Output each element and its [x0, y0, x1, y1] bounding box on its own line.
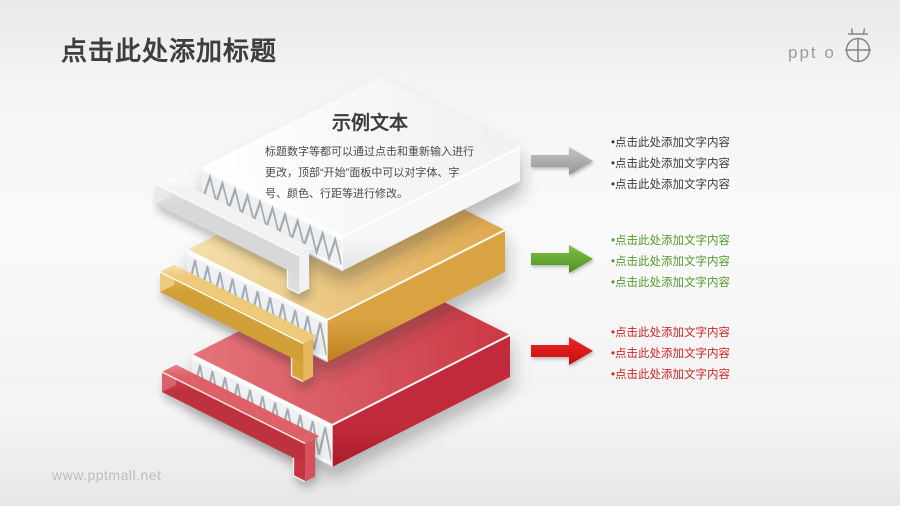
bullet-item[interactable]: •点击此处添加文字内容: [611, 277, 731, 289]
gray-arrow-icon: [531, 146, 595, 176]
corner-bar-red: [161, 364, 320, 483]
corner-bar-gold: [159, 264, 318, 383]
pptmall-logo: ppt o: [788, 28, 871, 63]
card-title: 示例文本: [331, 113, 408, 134]
circle-cross-basket-icon: [845, 28, 871, 63]
slide-title[interactable]: 点击此处添加标题: [61, 36, 278, 66]
bullet-item[interactable]: •点击此处添加文字内容: [611, 137, 731, 149]
card-body-line: 标题数字等都可以通过点击和重新输入进行: [265, 146, 474, 158]
bullet-item[interactable]: •点击此处添加文字内容: [611, 348, 731, 360]
bullet-item[interactable]: •点击此处添加文字内容: [611, 158, 731, 170]
bullet-item[interactable]: •点击此处添加文字内容: [611, 369, 731, 381]
bullet-items: •点击此处添加文字内容 •点击此处添加文字内容 •点击此处添加文字内容: [611, 320, 771, 386]
bullet-item[interactable]: •点击此处添加文字内容: [611, 235, 731, 247]
watermark: www.pptmall.net: [52, 467, 162, 483]
card-body-line: 号、颜色、行距等进行修改。: [265, 188, 408, 200]
bullet-item[interactable]: •点击此处添加文字内容: [611, 179, 731, 191]
logo-text: ppt o: [788, 43, 836, 62]
bullet-item[interactable]: •点击此处添加文字内容: [611, 256, 731, 268]
bullet-group-red: •点击此处添加文字内容 •点击此处添加文字内容 •点击此处添加文字内容: [531, 320, 771, 390]
bullet-group-gray: •点击此处添加文字内容 •点击此处添加文字内容 •点击此处添加文字内容: [531, 130, 771, 200]
corner-bar-white: [155, 176, 314, 295]
card-body-line: 更改，顶部“开始”面板中可以对字体、字: [265, 167, 460, 179]
bullet-group-green: •点击此处添加文字内容 •点击此处添加文字内容 •点击此处添加文字内容: [531, 228, 771, 298]
board-text-placeholder[interactable]: 示例文本 标题数字等都可以通过点击和重新输入进行 更改，顶部“开始”面板中可以对…: [265, 108, 475, 205]
bullet-items: •点击此处添加文字内容 •点击此处添加文字内容 •点击此处添加文字内容: [611, 130, 771, 196]
bullet-item[interactable]: •点击此处添加文字内容: [611, 327, 731, 339]
red-arrow-icon: [531, 336, 595, 366]
bullet-items: •点击此处添加文字内容 •点击此处添加文字内容 •点击此处添加文字内容: [611, 228, 771, 294]
green-arrow-icon: [531, 244, 595, 274]
